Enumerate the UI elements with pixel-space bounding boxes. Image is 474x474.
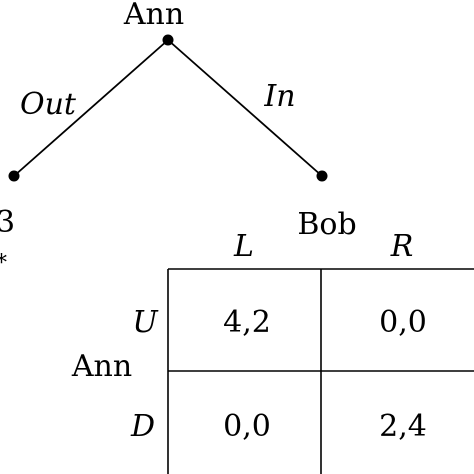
in-decision-node [316,170,328,182]
column-label-L: L [233,229,254,264]
out-action-label: Out [20,87,77,122]
in-action-label: In [263,79,295,114]
edge-out [13,39,169,177]
payoff-U-L: 4,2 [223,305,271,340]
column-label-R: R [390,229,414,264]
out-payoff-marker: * [0,251,7,276]
row-label-U: U [132,305,159,340]
row-label-D: D [130,409,155,444]
out-payoff-label: 3 [0,205,15,240]
root-player-label: Ann [123,0,184,32]
payoff-D-R: 2,4 [379,409,427,444]
edge-in [167,39,323,177]
payoff-U-R: 0,0 [379,305,427,340]
column-player-label: Bob [297,207,356,242]
out-terminal-node [8,170,20,182]
payoff-D-L: 0,0 [223,409,271,444]
row-player-label: Ann [71,349,132,384]
root-node [162,34,174,46]
